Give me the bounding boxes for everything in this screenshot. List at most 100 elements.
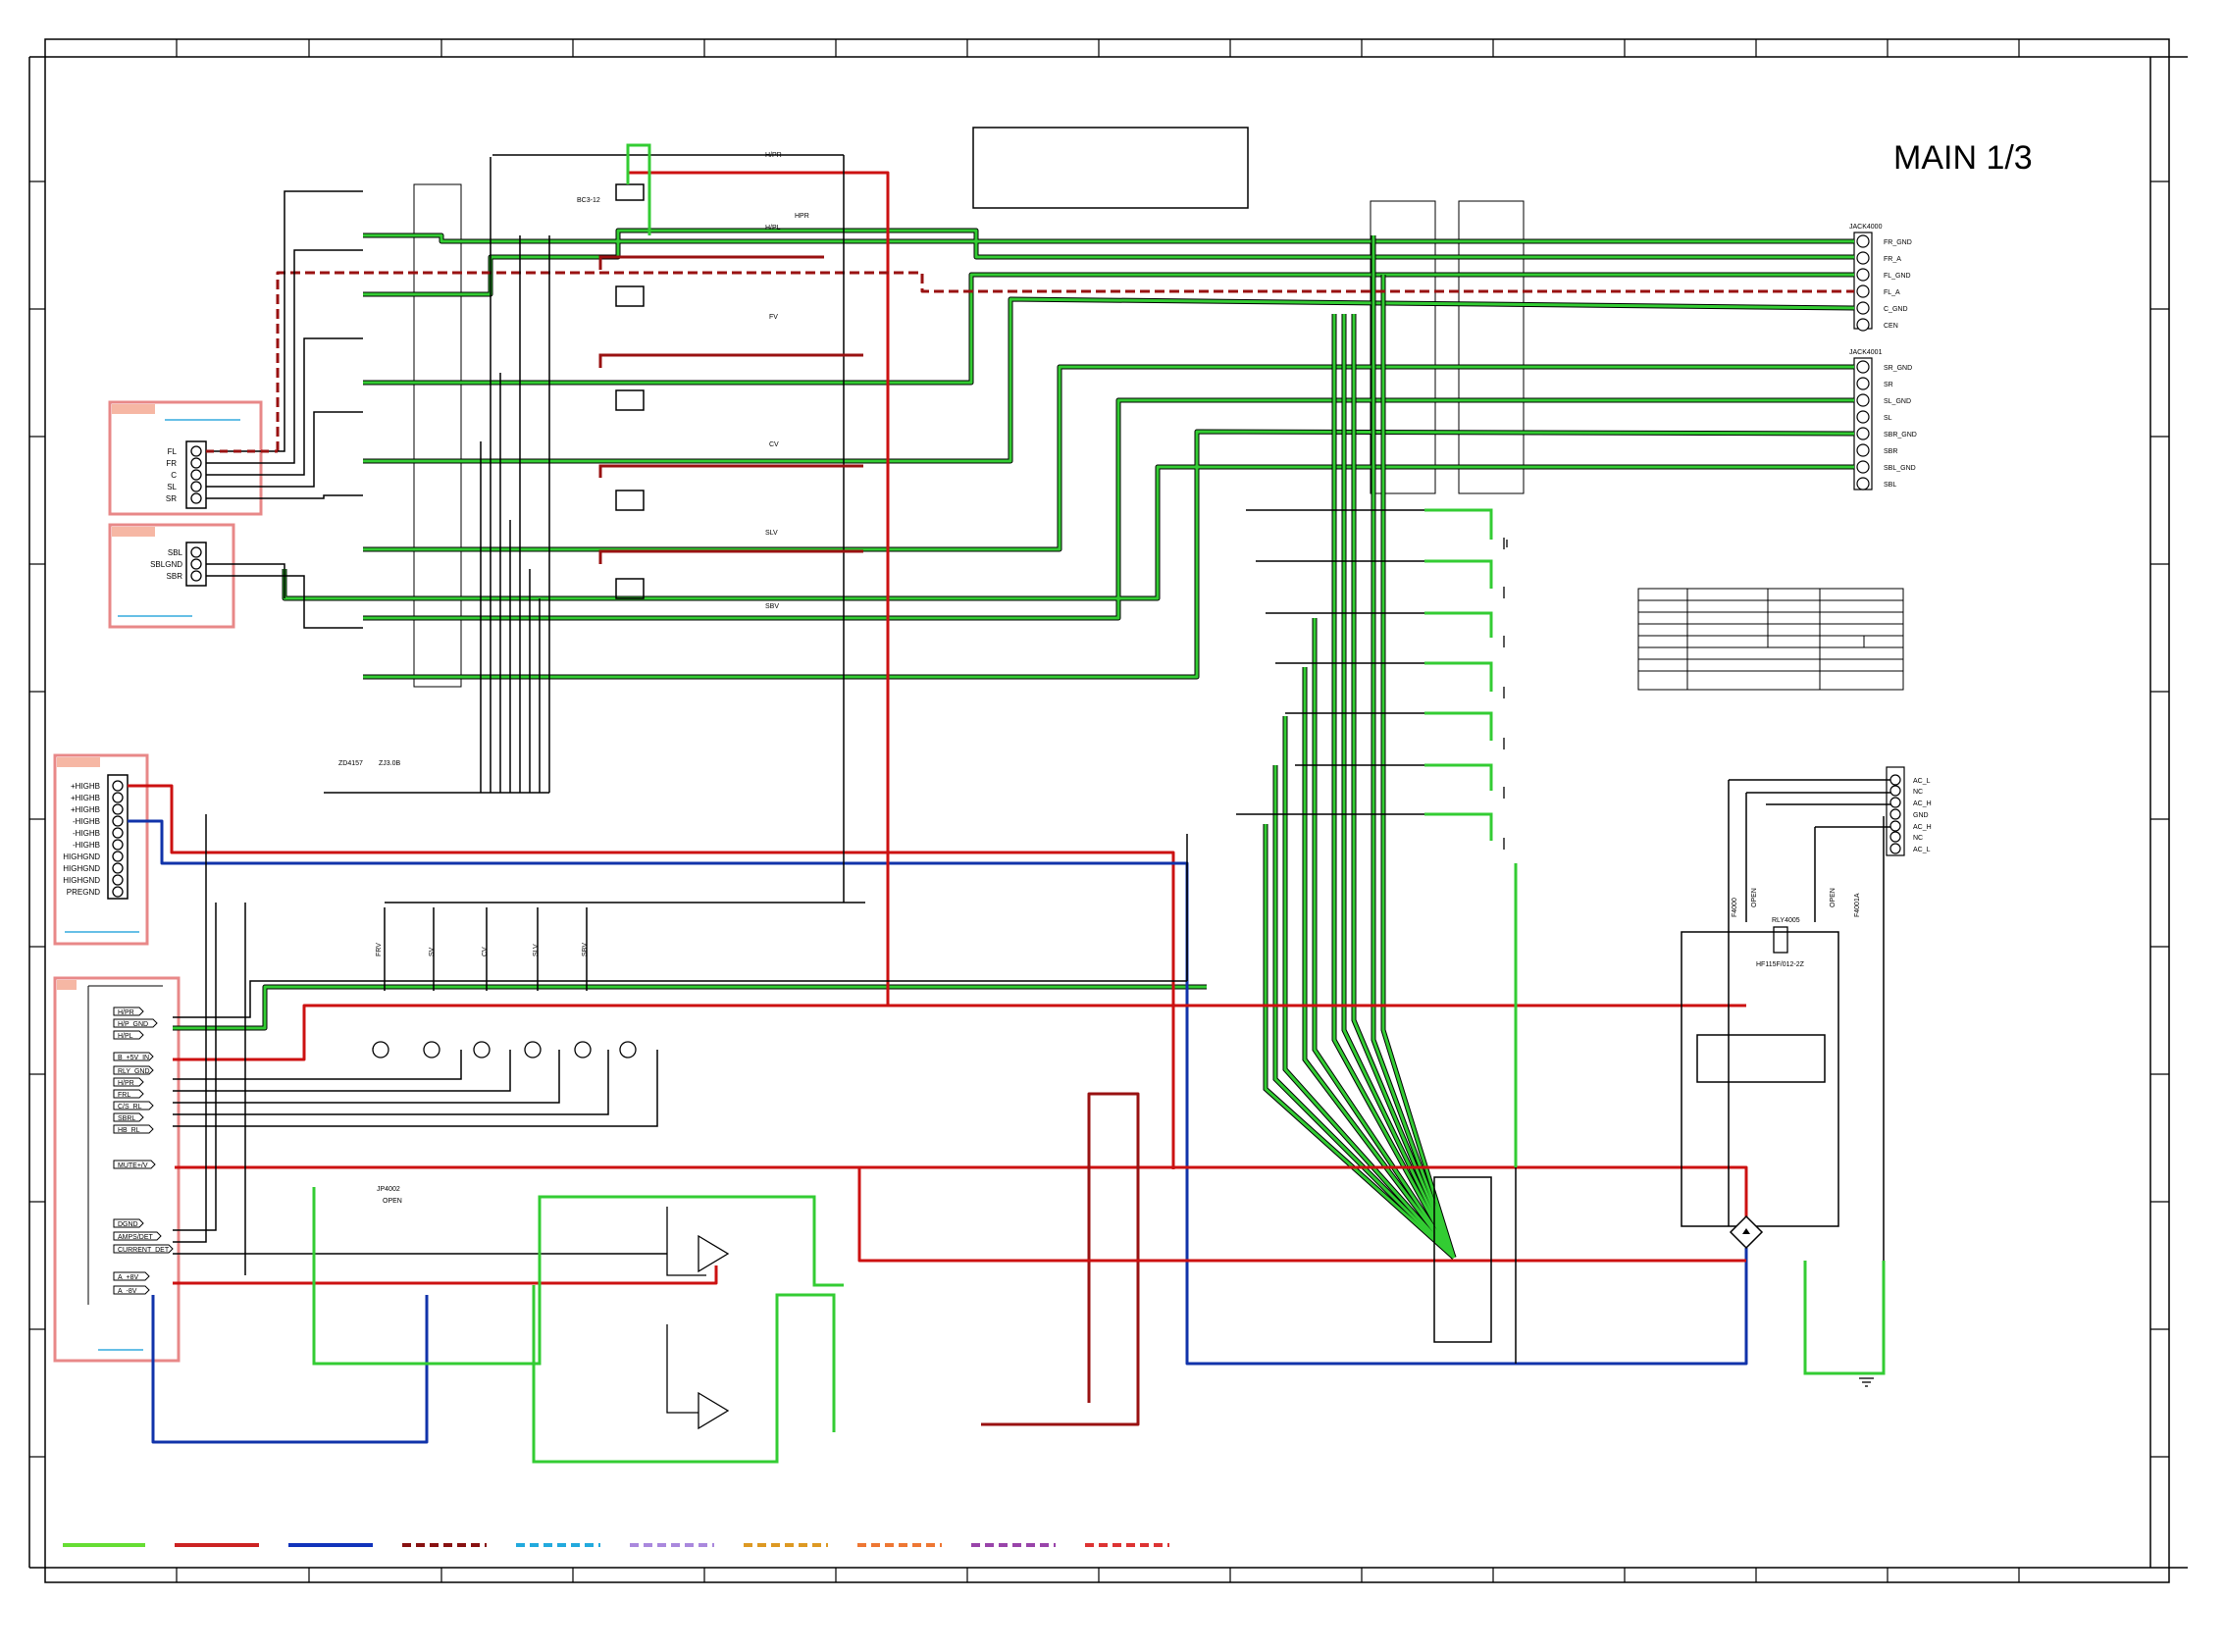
fuse-label-4: OPEN: [1830, 888, 1837, 907]
signal-wires: [173, 154, 1897, 1364]
pin-highb-1: +HIGHB: [71, 782, 100, 791]
ctl-pin-sbrl: SBRL: [118, 1115, 135, 1122]
pin-sl: SL: [167, 483, 177, 491]
ctl-pin-mute: MUTE+/V: [118, 1162, 148, 1169]
ac-pin-6: NC: [1913, 835, 1923, 842]
ac-pin-1: AC_L: [1913, 778, 1931, 785]
pin-sr: SR: [166, 494, 177, 503]
pin-sbr: SBR: [167, 572, 183, 581]
ctl-pin-rly-gnd: RLY_GND: [118, 1068, 150, 1075]
amp-section-wires: [312, 863, 1886, 1464]
fuse-label-3: OPEN: [1751, 888, 1758, 907]
jack-pin-fr-a: FR_A: [1884, 256, 1901, 263]
line-label-slv: SLV: [765, 530, 778, 537]
ctl-pin-b5v-in: B_+5V_IN: [118, 1055, 149, 1061]
ground-symbols: [1503, 538, 1874, 1387]
jumper-ref: JP4002: [377, 1186, 400, 1193]
jack-pin-sr: SR: [1884, 382, 1893, 388]
jack-pin-fl-a: FL_A: [1884, 289, 1900, 296]
pin-fr: FR: [166, 459, 177, 468]
power-relay-ref: RLY4005: [1772, 917, 1800, 924]
tr-label-cv: CV: [482, 947, 489, 956]
pin-sblgnd: SBLGND: [150, 560, 182, 569]
ac-connector: AC_L NC AC_H GND AC_H NC AC_L: [1886, 766, 1932, 856]
output-cap-rows: [1424, 508, 1493, 841]
tr-label-sv: SV: [429, 947, 436, 956]
jack-pin-sbl: SBL: [1884, 482, 1896, 489]
pin-neg-highb-3: -HIGHB: [73, 841, 100, 850]
tr-label-slv: SLV: [533, 944, 540, 956]
jack-pin-fr-gnd: FR_GND: [1884, 239, 1912, 246]
pin-pregnd: PREGND: [67, 888, 100, 897]
jack-4000-ref: JACK4000: [1849, 224, 1883, 231]
line-label-hpl: H/PL: [765, 225, 781, 232]
jack-4001: JACK4001 SR_GND SR SL_GND SL SBR_GND SBR…: [1849, 349, 1917, 490]
frame-ticks: [29, 39, 2169, 1582]
tr-label-sbv: SBV: [582, 943, 589, 956]
sheet-title: MAIN 1/3: [1893, 139, 2033, 177]
fan-wires: [1263, 235, 1457, 1260]
op-amps: [666, 1207, 730, 1430]
coil-bank-1: [1370, 200, 1436, 494]
jack-pin-sl-gnd: SL_GND: [1884, 398, 1911, 405]
jack-pin-sr-gnd: SR_GND: [1884, 365, 1912, 372]
pin-fl: FL: [168, 447, 178, 456]
ctl-pin-hpl: H/PL: [118, 1033, 133, 1040]
fuse-label-2: F4001A: [1854, 893, 1861, 917]
green-speaker-wires: [173, 228, 1855, 1031]
jack-pin-sbl-gnd: SBL_GND: [1884, 465, 1916, 472]
line-label-sbv: SBV: [765, 603, 779, 610]
jack-pin-sbr: SBR: [1884, 448, 1897, 455]
ctl-pin-hpr-2: H/PR: [118, 1080, 134, 1087]
jack-pin-sl: SL: [1884, 415, 1892, 422]
output-cap-rows-black: [1236, 509, 1424, 815]
connector-power-amp: +HIGHB +HIGHB +HIGHB -HIGHB -HIGHB -HIGH…: [53, 753, 149, 946]
power-relay-part: HF115F/012-2Z: [1756, 961, 1805, 968]
jack-pin-cen: CEN: [1884, 323, 1898, 330]
zener-label-1: ZD4157: [338, 760, 363, 767]
jack-4001-ref: JACK4001: [1849, 349, 1883, 356]
zener-label-2: ZJ3.0B: [379, 760, 401, 767]
pin-highb-3: +HIGHB: [71, 805, 100, 814]
bridge-rectifier: [1729, 1214, 1764, 1250]
line-label-cv: CV: [769, 441, 779, 448]
ctl-pin-hb-rl: HB_RL: [118, 1127, 140, 1134]
driver-transistors: [372, 1041, 637, 1058]
connector-control: H/PR H/P_GND H/PL B_+5V_IN RLY_GND H/PR …: [53, 976, 181, 1363]
ctl-pin-amps-det: AMPS/DET: [118, 1234, 154, 1241]
ctl-pin-current-det: CURRENT_DET: [118, 1247, 170, 1254]
relay-label: BC3-12: [577, 197, 600, 204]
pin-highgnd-2: HIGHGND: [63, 864, 100, 873]
relay-bc3-12: BC3-12: [577, 143, 651, 235]
pin-neg-highb-2: -HIGHB: [73, 829, 100, 838]
fuse-label-1: F4000: [1732, 898, 1738, 917]
ctl-pin-hp-gnd: H/P_GND: [118, 1021, 148, 1028]
pin-highgnd-3: HIGHGND: [63, 876, 100, 885]
ac-pin-7: AC_L: [1913, 847, 1931, 853]
jack-pin-fl-gnd: FL_GND: [1884, 273, 1911, 280]
power-relay: RLY4005 HF115F/012-2Z: [1756, 917, 1805, 968]
ctl-pin-a-minus8v: A_-8V: [118, 1288, 137, 1295]
ctl-pin-hpr: H/PR: [118, 1009, 134, 1016]
ac-pin-3: AC_H: [1913, 800, 1932, 807]
relay-red-traces: [598, 255, 863, 564]
ctl-pin-dgnd: DGND: [118, 1221, 138, 1228]
pin-highb-2: +HIGHB: [71, 794, 100, 802]
pin-c: C: [171, 471, 177, 480]
ctl-pin-a-plus8v: A_+8V: [118, 1274, 139, 1281]
pin-sbl: SBL: [168, 548, 183, 557]
ctl-pin-cs-rl: C/S_RL: [118, 1104, 142, 1110]
line-label-hpr: H/PR: [765, 152, 782, 159]
cap-bank-box: [413, 183, 462, 688]
jumper-state: OPEN: [383, 1198, 402, 1205]
tr-label-frv: FRV: [376, 943, 383, 956]
revision-table: [1637, 588, 1904, 691]
power-wires: [128, 171, 1854, 1444]
jack-4000: JACK4000 FR_GND FR_A FL_GND FL_A C_GND C…: [1849, 224, 1912, 332]
jack-pin-c-gnd: C_GND: [1884, 306, 1908, 313]
ac-pin-2: NC: [1913, 789, 1923, 796]
connector-front: FL FR C SL SR: [108, 400, 263, 516]
line-label-hpr-2: HPR: [795, 213, 809, 220]
pin-highgnd-1: HIGHGND: [63, 852, 100, 861]
